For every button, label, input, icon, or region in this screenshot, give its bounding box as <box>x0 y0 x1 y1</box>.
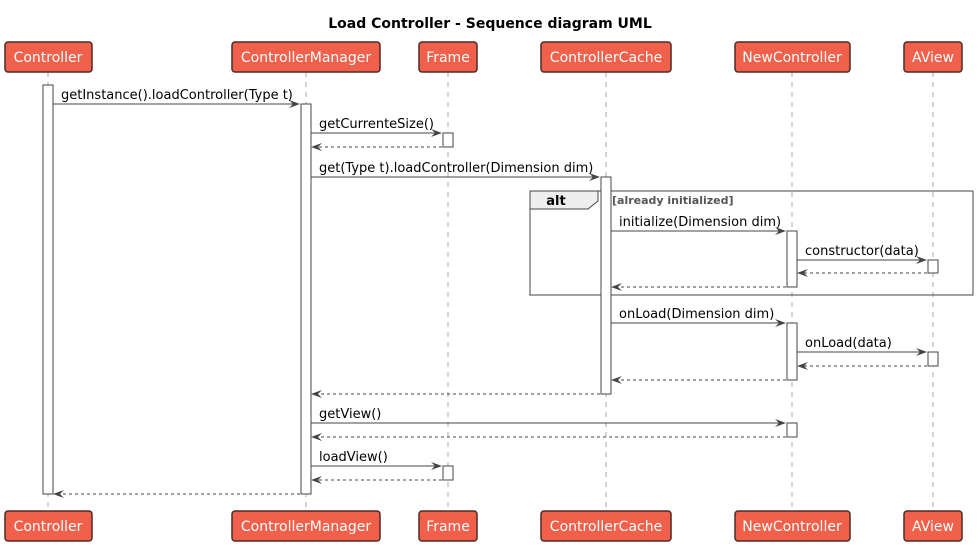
activation-controllercache <box>600 176 612 395</box>
activation-newcontroller <box>786 422 798 438</box>
participant-label-controller: Controller <box>14 519 83 535</box>
message-arrowhead <box>916 256 927 264</box>
participant-box-frame[interactable] <box>418 41 478 73</box>
alt-fragment: alt [already initialized] <box>529 190 974 296</box>
participant-label-newcontroller: NewController <box>742 519 842 535</box>
message-arrowhead <box>53 490 64 498</box>
lifelines <box>47 72 934 510</box>
message-arrowhead <box>311 143 322 151</box>
participant-label-controllercache: ControllerCache <box>550 519 662 535</box>
participant-box-newcontroller[interactable] <box>734 510 851 542</box>
participant-box-controller[interactable] <box>4 41 93 73</box>
message-label: onLoad(data) <box>805 336 892 351</box>
participant-label-aview: AView <box>912 50 954 66</box>
participant-box-aview[interactable] <box>903 510 963 542</box>
message-arrowhead <box>611 376 622 384</box>
participant-label-controller: Controller <box>14 50 83 66</box>
message-label: constructor(data) <box>805 244 919 259</box>
message-arrowhead <box>775 227 786 235</box>
message-arrowhead <box>311 476 322 484</box>
participant-label-controllermanager: ControllerManager <box>241 50 371 66</box>
message-arrowhead <box>431 129 442 137</box>
message-label: initialize(Dimension dim) <box>619 215 781 230</box>
message-label: get(Type t).loadController(Dimension dim… <box>319 161 593 176</box>
participant-box-controller[interactable] <box>4 510 93 542</box>
alt-condition: [already initialized] <box>612 194 734 207</box>
activation-newcontroller <box>786 322 798 381</box>
message-label: onLoad(Dimension dim) <box>619 307 774 322</box>
participant-box-controllercache[interactable] <box>540 41 672 73</box>
message-label: loadView() <box>319 450 388 465</box>
message-arrowhead <box>797 269 808 277</box>
message-label: getCurrenteSize() <box>319 117 434 132</box>
message-arrowhead <box>775 319 786 327</box>
message-arrowhead <box>431 462 442 470</box>
diagram-title: Load Controller - Sequence diagram UML <box>328 16 652 32</box>
activation-newcontroller <box>786 230 798 288</box>
participant-label-frame: Frame <box>426 519 470 535</box>
message-arrowhead <box>289 100 300 108</box>
message-arrowhead <box>775 419 786 427</box>
messages: getInstance().loadController(Type t) getC… <box>53 88 927 498</box>
participant-label-aview: AView <box>912 519 954 535</box>
message-arrowhead <box>797 362 808 370</box>
activation-controller <box>42 84 54 495</box>
activations <box>42 84 939 495</box>
message-arrowhead <box>916 348 927 356</box>
participant-box-controllermanager[interactable] <box>231 510 381 542</box>
participant-box-newcontroller[interactable] <box>734 41 851 73</box>
alt-fragment-tab <box>529 190 599 210</box>
message-arrowhead <box>311 433 322 441</box>
participant-box-frame[interactable] <box>418 510 478 542</box>
alt-fragment-frame <box>529 190 974 296</box>
message-label: getView() <box>319 407 381 422</box>
participant-box-aview[interactable] <box>903 41 963 73</box>
participants-top: Controller ControllerManager Frame Contr… <box>4 41 963 73</box>
alt-keyword: alt <box>546 194 565 209</box>
participant-label-controllercache: ControllerCache <box>550 50 662 66</box>
activation-frame <box>442 132 454 148</box>
activation-frame <box>442 465 454 481</box>
participant-label-frame: Frame <box>426 50 470 66</box>
participant-label-newcontroller: NewController <box>742 50 842 66</box>
participant-box-controllermanager[interactable] <box>231 41 381 73</box>
activation-aview <box>927 259 939 274</box>
message-arrowhead <box>611 283 622 291</box>
activation-aview <box>927 351 939 367</box>
participant-label-controllermanager: ControllerManager <box>241 519 371 535</box>
message-arrowhead <box>311 390 322 398</box>
message-arrowhead <box>589 173 600 181</box>
participants-bottom: Controller ControllerManager Frame Contr… <box>4 510 963 542</box>
activation-controllermanager <box>300 103 312 495</box>
participant-box-controllercache[interactable] <box>540 510 672 542</box>
message-label: getInstance().loadController(Type t) <box>61 88 293 103</box>
